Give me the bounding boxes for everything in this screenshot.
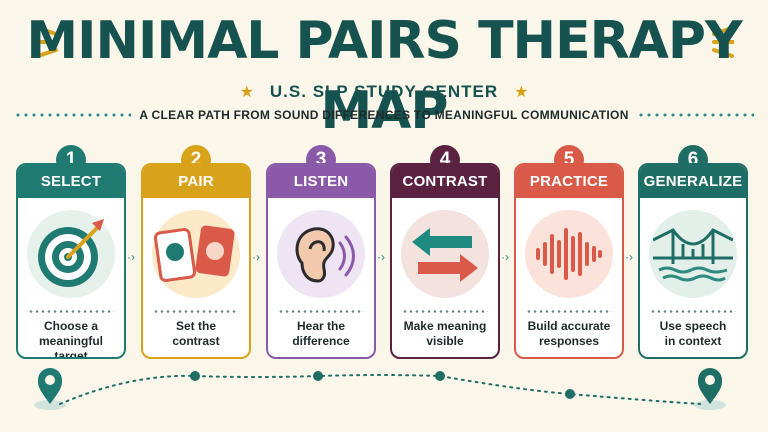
card-text-line1: Choose a (43, 319, 98, 333)
divider-dots (14, 113, 132, 117)
step-card-generalize[interactable]: GENERALIZE Use speech in context (638, 163, 748, 359)
page-title: MINIMAL PAIRS THERAPY MAP (26, 11, 742, 141)
map-pin-end-icon (698, 368, 722, 404)
subtitle-row: ★ U.S. SLP STUDY CENTER ★ (0, 82, 768, 102)
subtitle: U.S. SLP STUDY CENTER (269, 82, 499, 101)
card-divider (650, 310, 736, 313)
path-dot (565, 389, 575, 399)
card-heading: GENERALIZE (640, 165, 746, 198)
step-card-pair[interactable]: PAIR Set the contrast (141, 163, 251, 359)
tagline-row: A CLEAR PATH FROM SOUND DIFFERENCES TO M… (14, 108, 754, 122)
card-text-line2: responses (538, 334, 600, 348)
card-text-line2: visible (426, 334, 464, 348)
card-text-line1: Set the (175, 319, 216, 333)
card-text-line1: Build accurate (527, 319, 611, 333)
step-card-select[interactable]: SELECT Choose a meaningful target (16, 163, 126, 359)
tagline: A CLEAR PATH FROM SOUND DIFFERENCES TO M… (139, 108, 629, 122)
card-text-line2: contrast (172, 334, 220, 348)
connector-arrow-icon: ·› (377, 250, 385, 264)
card-heading: LISTEN (268, 165, 374, 198)
connector-arrow-icon: ·› (252, 250, 260, 264)
target-icon (27, 210, 115, 298)
burst-left-icon (36, 26, 58, 58)
card-heading: SELECT (18, 165, 124, 198)
path-dot (190, 371, 200, 381)
step-card-listen[interactable]: LISTEN Hear the difference (266, 163, 376, 359)
card-text-line2: in context (664, 334, 722, 348)
card-divider (526, 310, 612, 313)
soundwave-icon (525, 210, 613, 298)
card-text-line1: Hear the (296, 319, 346, 333)
step-card-practice[interactable]: PRACTICE Build accurate responses (514, 163, 624, 359)
star-icon: ★ (514, 84, 529, 101)
divider-dots (636, 113, 754, 117)
cards-icon (152, 210, 240, 298)
arrows-icon (401, 210, 489, 298)
card-divider (278, 310, 364, 313)
connector-arrow-icon: ·› (501, 250, 509, 264)
card-divider (402, 310, 488, 313)
ear-icon (277, 210, 365, 298)
card-text-line2: difference (292, 334, 350, 348)
card-heading: PRACTICE (516, 165, 622, 198)
burst-right-icon (712, 26, 734, 58)
card-text-line2: meaningful target (38, 334, 103, 359)
journey-path (34, 368, 726, 410)
star-icon: ★ (239, 84, 254, 101)
map-pin-start-icon (38, 368, 62, 404)
card-text-line1: Use speech (659, 319, 727, 333)
card-text-line1: Make meaning (403, 319, 487, 333)
card-heading: PAIR (143, 165, 249, 198)
connector-arrow-icon: ·› (625, 250, 633, 264)
card-heading: CONTRAST (392, 165, 498, 198)
bridge-icon (649, 210, 737, 298)
card-divider (153, 310, 239, 313)
path-dot (435, 371, 445, 381)
step-card-contrast[interactable]: CONTRAST Make meaning visible (390, 163, 500, 359)
connector-arrow-icon: ·› (127, 250, 135, 264)
card-divider (28, 310, 114, 313)
path-dot (313, 371, 323, 381)
